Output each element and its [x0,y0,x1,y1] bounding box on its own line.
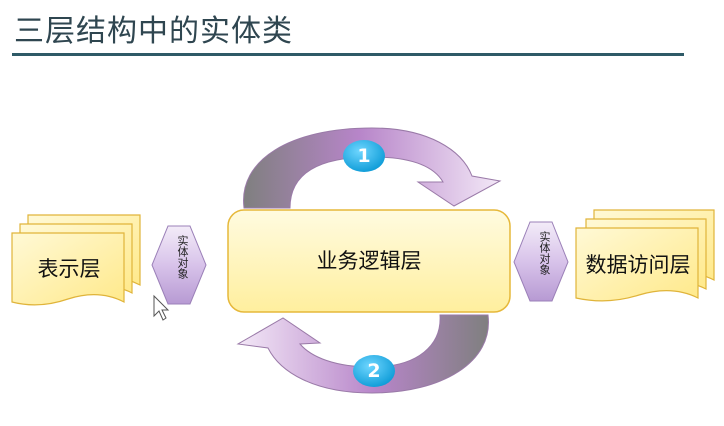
bottom-curved-arrow [236,314,489,394]
left-entity-label: 实体对象 [176,235,189,279]
left-entity-double-arrow [151,225,207,305]
business-layer-label: 业务逻辑层 [316,249,422,273]
mouse-cursor-icon [153,294,170,321]
data-access-layer-stack [575,209,715,302]
step-2-number: 2 [367,360,381,382]
top-curved-arrow [243,127,502,209]
presentation-layer-stack [11,214,141,306]
step-1-badge [343,140,385,172]
right-entity-double-arrow [513,221,569,302]
business-layer-box [227,209,511,313]
presentation-layer-label: 表示层 [37,257,101,281]
data-access-layer-label: 数据访问层 [585,253,691,277]
title-divider [12,53,684,56]
step-2-badge [353,355,395,387]
page-title: 三层结构中的实体类 [14,14,293,49]
right-entity-label: 实体对象 [538,231,551,275]
step-1-number: 1 [357,145,371,167]
